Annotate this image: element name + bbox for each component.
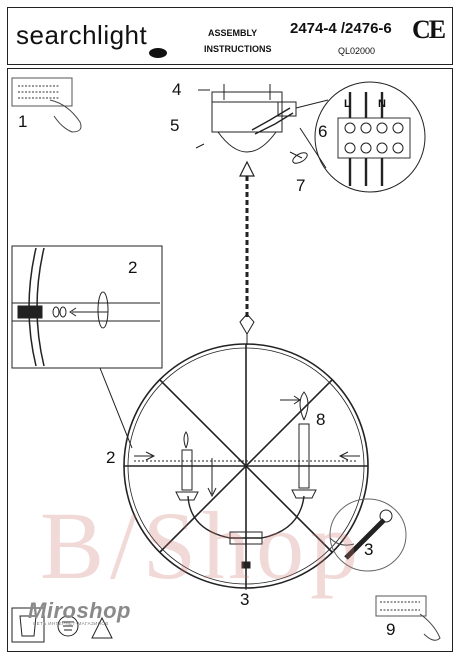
watermark-text: B/Shop [40, 492, 365, 599]
wrench-icon [329, 498, 407, 572]
ce-mark: CE [412, 15, 446, 44]
miroshop-logo-subtitle: СЕТЬ ИНТЕРНЕТ-МАГАЗИНОВ [33, 621, 109, 626]
product-code: QL02000 [338, 46, 376, 56]
lamp-arms [175, 391, 317, 590]
step-number-3-lower: 3 [240, 590, 250, 609]
step-number-8: 8 [316, 410, 326, 429]
bulb-icon [175, 431, 199, 501]
ceiling-plate [195, 84, 308, 177]
instructions-label: INSTRUCTIONS [204, 44, 272, 54]
terminal-block-detail [295, 81, 426, 193]
step-number-6: 6 [318, 122, 328, 141]
live-label: L [344, 98, 351, 110]
step-number-4: 4 [172, 80, 182, 99]
recycle-bin-icon [11, 607, 45, 643]
model-number: 2474-4 /2476-6 [290, 20, 392, 37]
assembly-label: ASSEMBLY [208, 28, 258, 38]
miroshop-logo: Miroshop [28, 598, 131, 623]
step-number-5: 5 [170, 116, 180, 135]
neutral-label: N [378, 98, 386, 110]
hand-connector-icon [375, 595, 441, 641]
step-number-3-tool: 3 [364, 540, 374, 559]
earth-icon [57, 615, 113, 639]
detail-box-2 [11, 245, 163, 449]
brand-dot-icon [149, 48, 167, 58]
drawing-frame [7, 68, 453, 652]
step-number-1: 1 [18, 112, 28, 131]
step-number-7: 7 [296, 176, 306, 195]
suspension-chain [239, 176, 255, 345]
bulb-icon-right [280, 391, 317, 499]
hand-pliers-icon [11, 77, 82, 133]
brand-name: searchlight [16, 20, 148, 50]
step-number-9: 9 [386, 620, 396, 639]
step-number-2: 2 [106, 448, 116, 467]
step-number-2-detail: 2 [128, 258, 138, 277]
header-box: searchlight ASSEMBLY INSTRUCTIONS 2474-4… [7, 7, 453, 65]
